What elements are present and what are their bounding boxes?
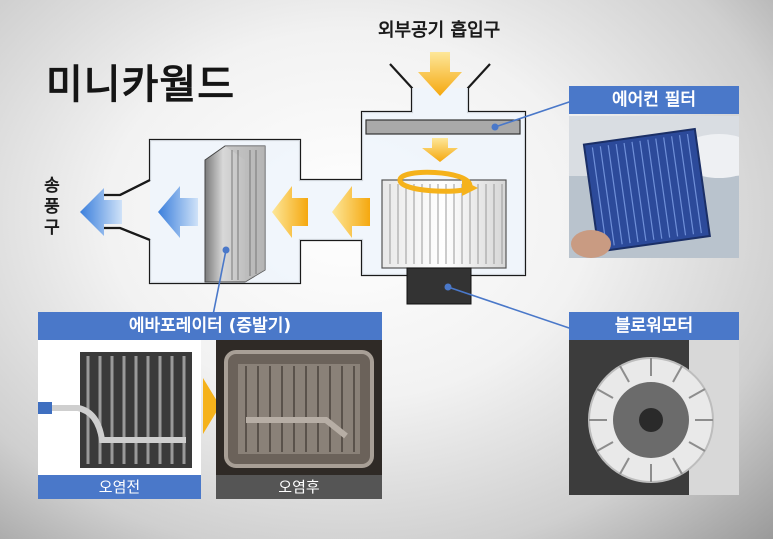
motor-pointer-line (447, 286, 576, 331)
blower-fins (389, 184, 503, 264)
evap-pointer-dot (222, 246, 230, 254)
outlet-label: 송 풍 구 (40, 176, 64, 239)
outlet-label-char: 풍 (44, 197, 60, 217)
rotation-arrowhead-icon (462, 180, 478, 196)
contamination-arrow-icon (203, 378, 220, 434)
blower-motor-block (406, 267, 472, 305)
filter-pointer-dot (491, 123, 499, 131)
airflow-arrow-icon (272, 186, 308, 238)
evap-pointer-line (211, 249, 227, 321)
outlet-label-char: 송 (44, 176, 60, 196)
aircon-filter-banner: 에어컨 필터 (569, 86, 739, 114)
blower-motor-banner: 블로워모터 (569, 312, 739, 340)
rotation-arrow-icon (397, 169, 473, 194)
page-title: 미니카월드 (46, 62, 235, 108)
filter-bar (365, 119, 521, 135)
evaporator-face (225, 146, 265, 282)
evaporator-fins (231, 150, 257, 280)
after-caption: 오염후 (216, 475, 382, 499)
filter-down-arrow-icon (422, 138, 458, 162)
evaporator-banner: 에바포레이터 (증발기) (38, 312, 382, 340)
evaporator-after-photo (216, 340, 382, 475)
intake-arrow-icon (418, 52, 462, 96)
blower-motor-photo (569, 340, 739, 495)
intake-label: 외부공기 흡입구 (378, 20, 501, 41)
filter-pointer-line (494, 99, 576, 128)
evaporator-before-photo (38, 340, 201, 475)
airflow-arrow-icon (332, 186, 370, 238)
cool-air-arrow-icon (158, 186, 198, 238)
aircon-filter-photo (569, 116, 739, 258)
intake-funnel-fill (412, 88, 468, 112)
outlet-label-char: 구 (44, 218, 60, 238)
outlet-arrow-icon (80, 188, 122, 236)
motor-pointer-dot (444, 283, 452, 291)
before-caption: 오염전 (38, 475, 201, 499)
outlet-nozzle (100, 179, 151, 242)
